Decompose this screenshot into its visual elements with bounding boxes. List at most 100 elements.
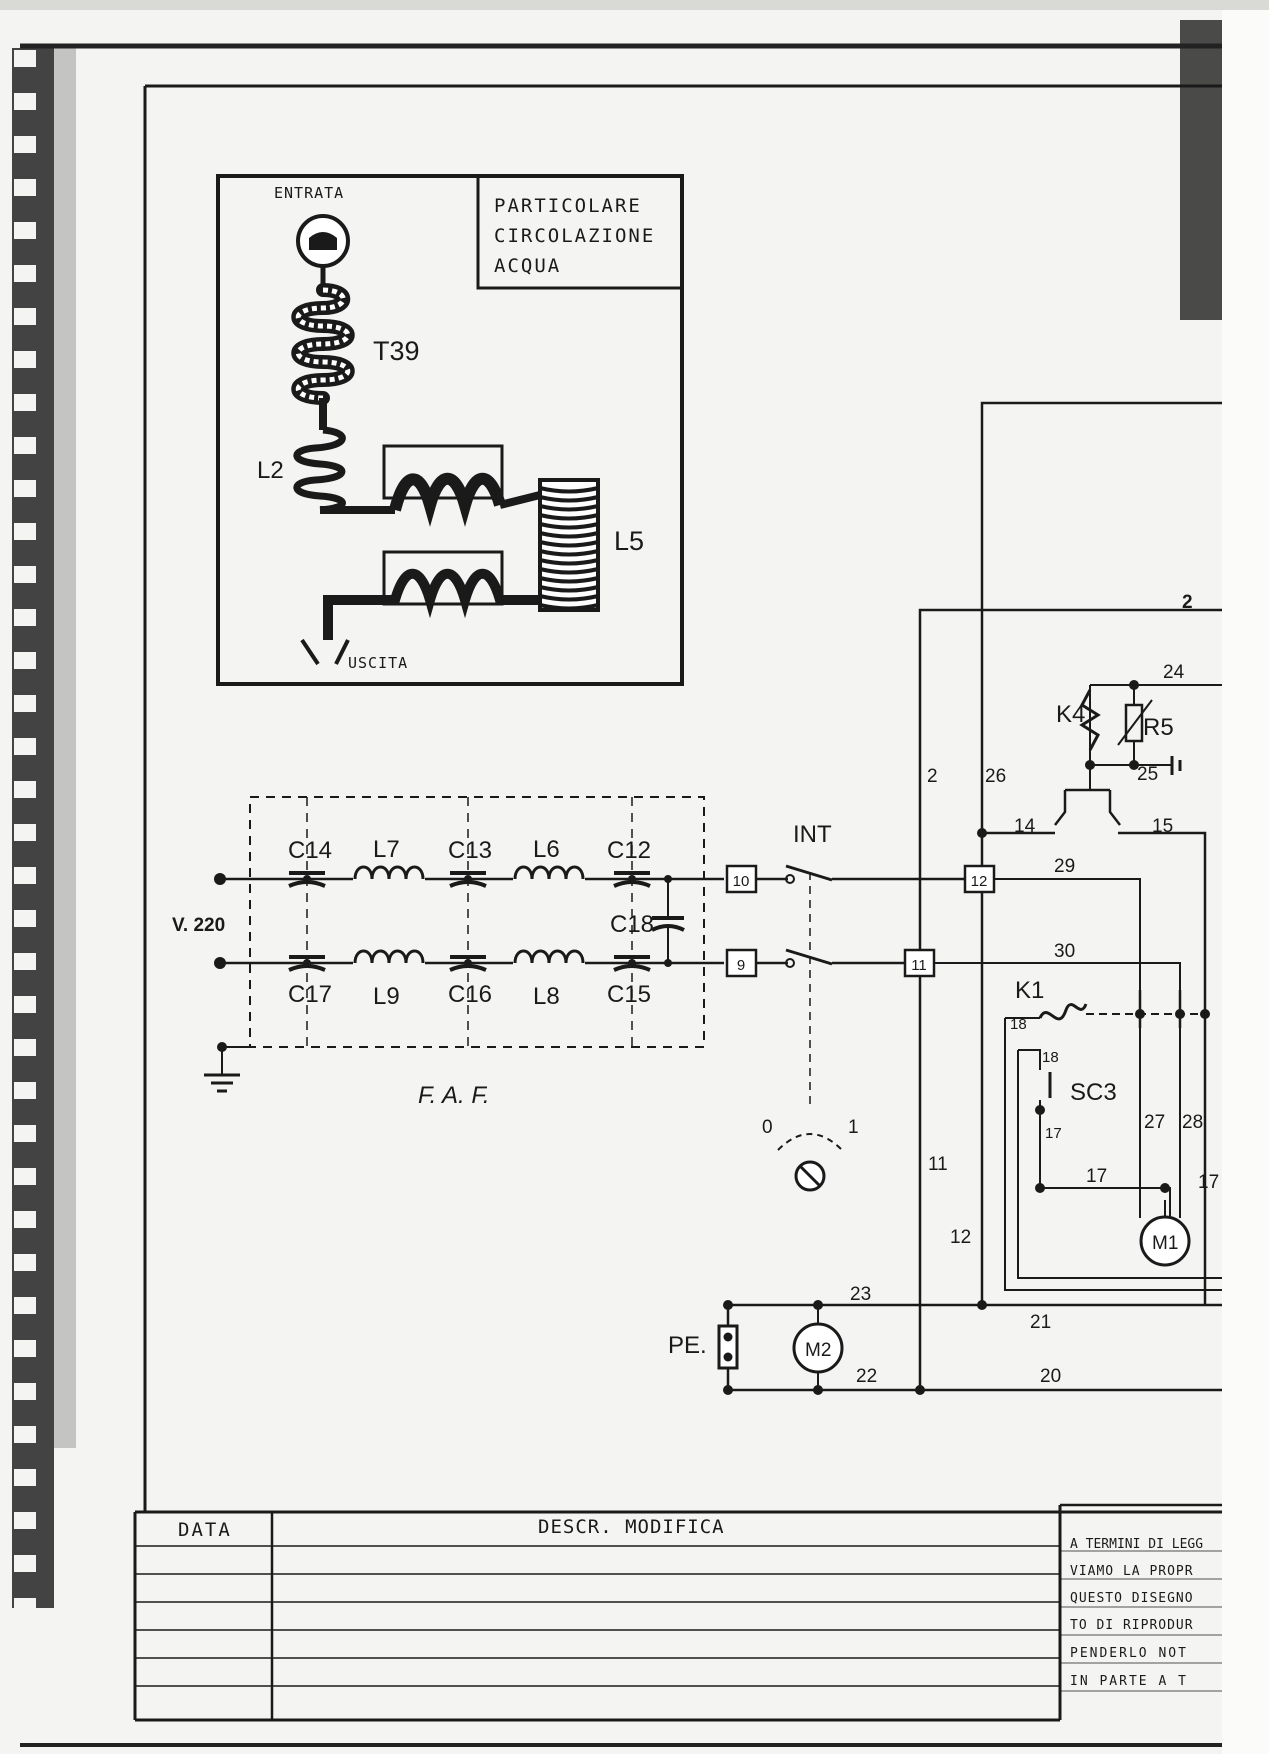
control-circuit: [717, 401, 1222, 1392]
terminal-11-label: 11: [911, 957, 927, 974]
pe-contact-top: [723, 1332, 733, 1342]
l5-coil-turns: [539, 486, 599, 611]
t39-serpentine-hatch: [295, 287, 351, 401]
wire-29: [994, 878, 1141, 1218]
c18-node-bottom: [664, 959, 672, 967]
m1-label: M1: [1152, 1233, 1178, 1254]
junction-dot: [723, 1300, 733, 1310]
binding-hole: [14, 652, 36, 669]
binding-hole: [14, 394, 36, 411]
inductor-label-bottom: L9: [373, 983, 400, 1010]
switch-pos-1: 1: [848, 1117, 859, 1138]
wire-label-23: 23: [850, 1284, 871, 1305]
binding-hole: [14, 1039, 36, 1056]
l5-coil-turn: [539, 585, 599, 593]
binding-hole: [14, 953, 36, 970]
legal-line-2: VIAMO LA PROPR: [1070, 1564, 1194, 1579]
wire-label-14: 14: [1014, 816, 1036, 837]
int-contact-bottom-a: [785, 958, 795, 968]
wire-label-30: 30: [1054, 941, 1075, 962]
m2-motor-icon: [792, 1322, 844, 1374]
l5-coil-turn: [539, 594, 599, 602]
binding-hole: [14, 1512, 36, 1529]
wire-label-26: 26: [985, 766, 1006, 787]
capacitor-label-bottom: C17: [288, 981, 332, 1008]
binding-hole: [14, 1082, 36, 1099]
legal-line-5: PENDERLO NOT: [1070, 1646, 1188, 1661]
wire-label-15: 15: [1152, 816, 1173, 837]
binding-hole: [14, 1426, 36, 1443]
binding-hole: [14, 1211, 36, 1228]
wire-label-29: 29: [1054, 856, 1075, 877]
junction-dot: [1135, 1009, 1145, 1019]
binding-hole: [14, 1598, 36, 1615]
legal-line-3: QUESTO DISEGNO: [1070, 1591, 1194, 1606]
sc3-lead-top: [1018, 1049, 1041, 1070]
upper-exchanger-tube-icon: [389, 472, 506, 527]
terminal-10: [725, 864, 758, 894]
binding-hole: [14, 308, 36, 325]
l2-label: L2: [257, 457, 284, 484]
junction-dot: [1035, 1183, 1045, 1193]
legal-line-4: TO DI RIPRODUR: [1070, 1618, 1194, 1633]
inset-title-box: [476, 174, 684, 290]
wire-18-loop: [1004, 1018, 1222, 1291]
capacitor-label-bottom: C15: [607, 981, 651, 1008]
capacitor-label-top: C13: [448, 837, 492, 864]
filter-node: [628, 875, 636, 883]
main-switch-section: INT 10 9 0 1 12 11: [725, 821, 996, 1192]
wire-label-21: 21: [1030, 1312, 1051, 1333]
binding-hole: [14, 480, 36, 497]
binding-hole: [14, 93, 36, 110]
inductor-label-top: L7: [373, 836, 400, 863]
binding-hole: [14, 437, 36, 454]
wire-label-17c: 17: [1198, 1172, 1219, 1193]
legal-line-6: IN PARTE A T: [1070, 1674, 1188, 1689]
filter-node: [464, 875, 472, 883]
sc3-label: SC3: [1070, 1079, 1117, 1106]
terminal-12-label: 12: [971, 873, 988, 890]
junction-dot: [977, 1300, 987, 1310]
pe-label: PE.: [668, 1332, 707, 1359]
k4-label: K4: [1056, 701, 1085, 728]
junction-dot: [915, 1385, 925, 1395]
l5-coil-turn: [539, 549, 599, 557]
junction-dot: [1035, 1105, 1045, 1115]
binding-hole: [14, 781, 36, 798]
wire-2-up: [918, 608, 1222, 950]
upper-exchanger-box: [382, 444, 504, 500]
k1-thermostat-icon: [1038, 1003, 1088, 1021]
upper-exchanger-out: [499, 491, 541, 509]
binding-shadow-fade: [54, 48, 76, 1448]
faf-label: F. A. F.: [418, 1082, 490, 1109]
inset-title-line3: ACQUA: [494, 255, 561, 277]
capacitor-label-top: C12: [607, 837, 651, 864]
junction-dot: [813, 1300, 823, 1310]
right-edge-shadow: [1180, 20, 1222, 320]
binding-hole: [14, 222, 36, 239]
wire-18-inner: [1017, 1050, 1222, 1279]
wire-label-27: 27: [1144, 1112, 1165, 1133]
data-header: DATA: [178, 1519, 232, 1541]
supply-voltage-label: V. 220: [172, 915, 225, 936]
binding-hole: [14, 1297, 36, 1314]
binding-hole: [14, 179, 36, 196]
inset-title-line1: PARTICOLARE: [494, 195, 642, 217]
junction-dots: [723, 680, 1210, 1395]
inlet-valve-body: [309, 232, 337, 250]
binding-hole: [14, 910, 36, 927]
junction-dot: [813, 1385, 823, 1395]
filter-dashed-enclosure: [249, 796, 705, 1048]
wire-label-17a: 17: [1045, 1125, 1062, 1142]
l5-coil-turn: [539, 531, 599, 539]
junction-dot: [1129, 760, 1139, 770]
switch-pos-0: 0: [762, 1117, 773, 1138]
l5-coil-turn: [539, 504, 599, 512]
wire-label-24: 24: [1163, 662, 1185, 683]
binding-hole: [14, 867, 36, 884]
int-switch-blade-top: [785, 864, 833, 882]
binding-hole: [14, 1125, 36, 1142]
l5-coil-turn: [539, 603, 599, 611]
binding-hole: [14, 265, 36, 282]
